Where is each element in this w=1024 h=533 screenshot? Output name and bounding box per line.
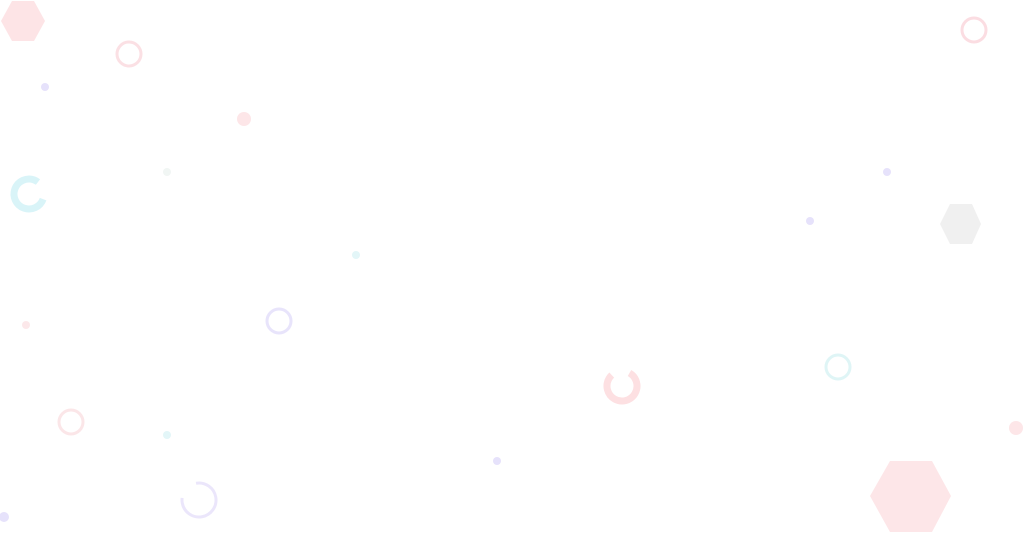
ring-shape bbox=[824, 353, 852, 381]
dot-shape bbox=[1009, 421, 1023, 435]
ring-shape bbox=[115, 40, 143, 68]
ring-shape bbox=[265, 307, 293, 335]
ring-shape bbox=[57, 408, 85, 436]
dot-shape bbox=[806, 217, 814, 225]
hexagon-shape bbox=[870, 461, 951, 532]
dot-shape bbox=[41, 83, 49, 91]
arc-shape bbox=[10, 175, 48, 213]
arc-shape bbox=[603, 367, 641, 405]
dot-shape bbox=[163, 431, 171, 439]
dot-shape bbox=[493, 457, 501, 465]
dot-shape bbox=[22, 321, 30, 329]
dot-shape bbox=[163, 168, 171, 176]
hexagon-shape bbox=[1, 1, 45, 41]
dot-shape bbox=[0, 512, 9, 522]
hexagon-shape bbox=[940, 204, 981, 244]
dot-shape bbox=[352, 251, 360, 259]
arc-shape bbox=[180, 481, 218, 519]
dot-shape bbox=[237, 112, 251, 126]
ring-shape bbox=[960, 16, 988, 44]
dot-shape bbox=[883, 168, 891, 176]
